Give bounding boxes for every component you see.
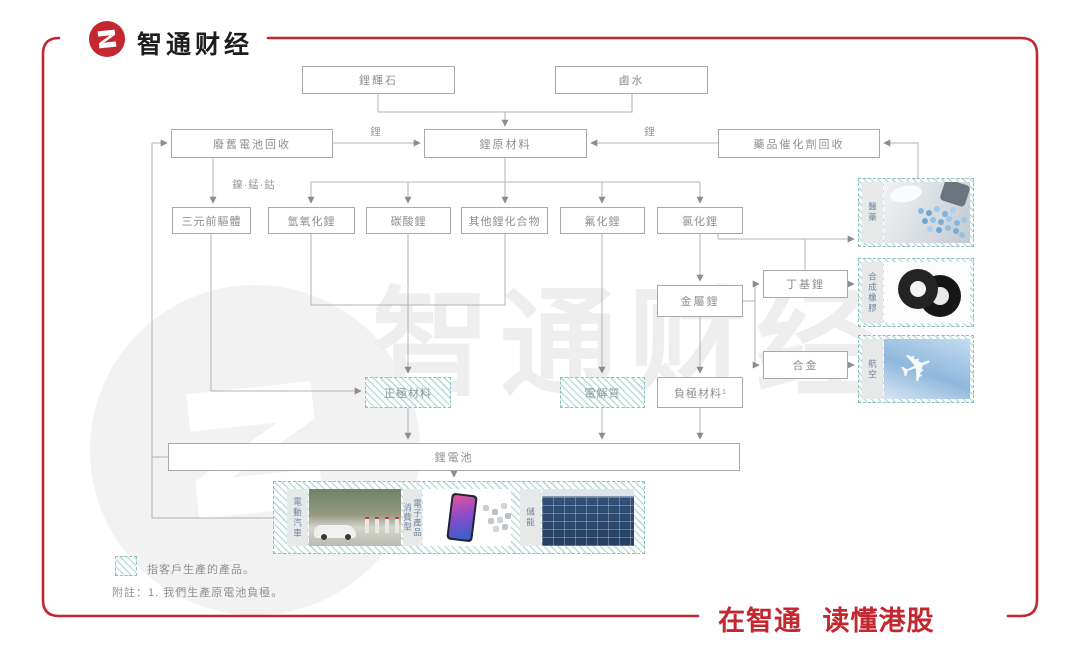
node-alloy: 合金 — [763, 351, 848, 379]
rubber-tires-image — [884, 262, 970, 323]
edge-label-li-left: 鋰 — [370, 126, 382, 138]
node-lithium-hydroxide: 氫氧化鋰 — [268, 207, 355, 234]
brand-name: 智通财经 — [137, 31, 254, 59]
tile-consumer-label: 消費型電子產品 — [403, 489, 423, 546]
node-lithium-chloride: 氯化鋰 — [657, 207, 743, 234]
node-lithium-carbonate: 碳酸鋰 — [366, 207, 451, 234]
node-electrolyte: 電解質 — [560, 377, 645, 408]
edge-label-li-right: 鋰 — [644, 126, 656, 138]
legend-hatch-swatch — [115, 556, 137, 576]
brand-slogan: 在智通 读懂港股 — [718, 606, 935, 636]
node-other-compounds: 其他鋰化合物 — [461, 207, 548, 234]
zhitong-logo-icon — [88, 20, 126, 58]
node-raw-material: 鋰原材料 — [424, 129, 587, 158]
node-ternary-precursor: 三元前驅體 — [172, 207, 251, 234]
node-spodumene: 鋰輝石 — [302, 66, 455, 94]
edge-label-nmc: 鎳·錳·鈷 — [232, 179, 276, 191]
legend-label: 指客戶生產的產品。 — [147, 564, 255, 576]
node-lithium-fluoride: 氟化鋰 — [560, 207, 645, 234]
plane-icon: ✈ — [892, 341, 941, 395]
anode-label: 負極材料 — [674, 387, 723, 400]
node-lithium-metal: 金屬鋰 — [657, 285, 743, 317]
node-battery-recycling: 廢舊電池回收 — [171, 129, 333, 158]
node-lithium-battery: 鋰電池 — [168, 443, 740, 471]
consumer-phone-image — [423, 489, 511, 546]
tile-rubber-label: 合成橡膠 — [862, 262, 883, 323]
node-butyllithium: 丁基鋰 — [763, 270, 848, 298]
ev-car-image — [309, 489, 401, 546]
pharma-pills-image — [884, 182, 970, 243]
storage-solar-image — [542, 489, 634, 546]
tile-aviation-label: 航空 — [862, 339, 883, 399]
tile-ev-label: 電動汽車 — [287, 489, 308, 546]
anode-note-ref: 1 — [722, 389, 726, 396]
node-pharma-recycling: 藥品催化劑回收 — [718, 129, 880, 158]
tile-pharma-label: 醫藥 — [862, 182, 883, 243]
aviation-plane-image: ✈ — [884, 339, 970, 399]
footnote: 附註：1. 我們生產原電池負極。 — [112, 587, 284, 599]
node-brine: 鹵水 — [555, 66, 708, 94]
tile-storage-label: 儲能 — [520, 489, 541, 546]
node-cathode-material: 正極材料 — [365, 377, 451, 408]
